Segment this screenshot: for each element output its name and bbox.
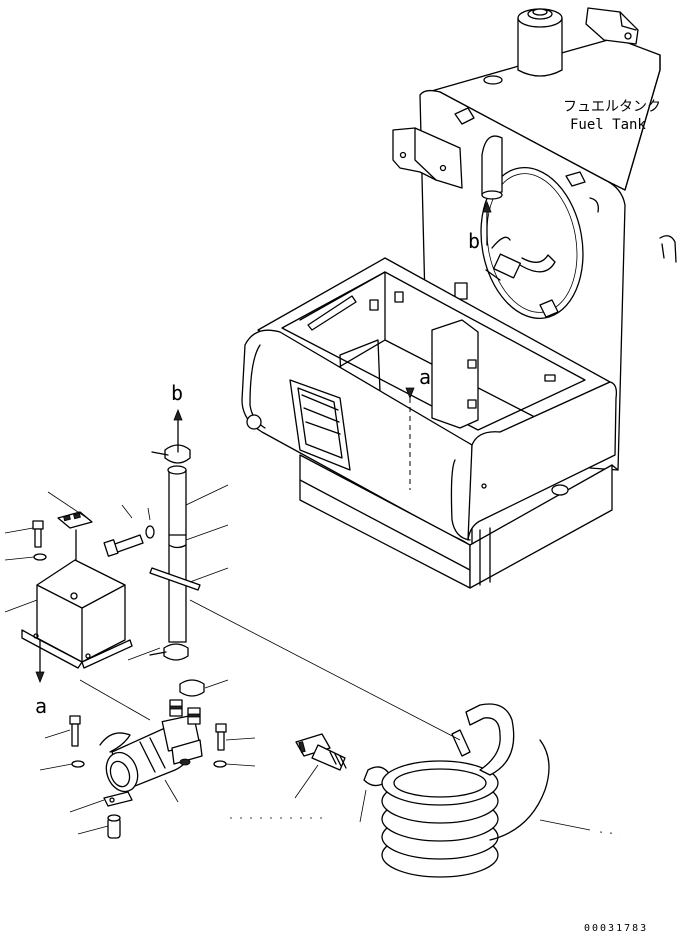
bolt-icon: [103, 525, 155, 557]
tank-label-jp: フュエルタンク: [563, 99, 661, 115]
tank-side-bracket-icon: [392, 127, 463, 189]
ref-b-upper: b: [468, 229, 480, 253]
tank-frame: [241, 257, 618, 589]
labels: フュエルタンク Fuel Tank b a b a 00031783: [35, 99, 661, 934]
leader-lines: [4, 484, 621, 835]
return-hose: [149, 408, 201, 661]
drawing-number: 00031783: [584, 923, 648, 934]
cover-bolt-icon: [32, 520, 47, 561]
tank-label-en: Fuel Tank: [570, 117, 646, 133]
filler-cap-icon: [517, 8, 563, 77]
ref-a-frame: a: [419, 365, 431, 389]
pump-bolts: [69, 715, 227, 839]
ref-b-lower: b: [171, 381, 183, 405]
pump-clamp-icon: [179, 679, 205, 697]
hose-fitting: [295, 733, 391, 787]
tank-bracket-icon: [585, 7, 639, 45]
pump-cover: [21, 559, 133, 669]
fuel-pump: [99, 699, 203, 793]
coiled-hose: [381, 703, 550, 878]
label-plate-icon: [57, 511, 93, 529]
ref-a-cover: a: [35, 694, 47, 718]
